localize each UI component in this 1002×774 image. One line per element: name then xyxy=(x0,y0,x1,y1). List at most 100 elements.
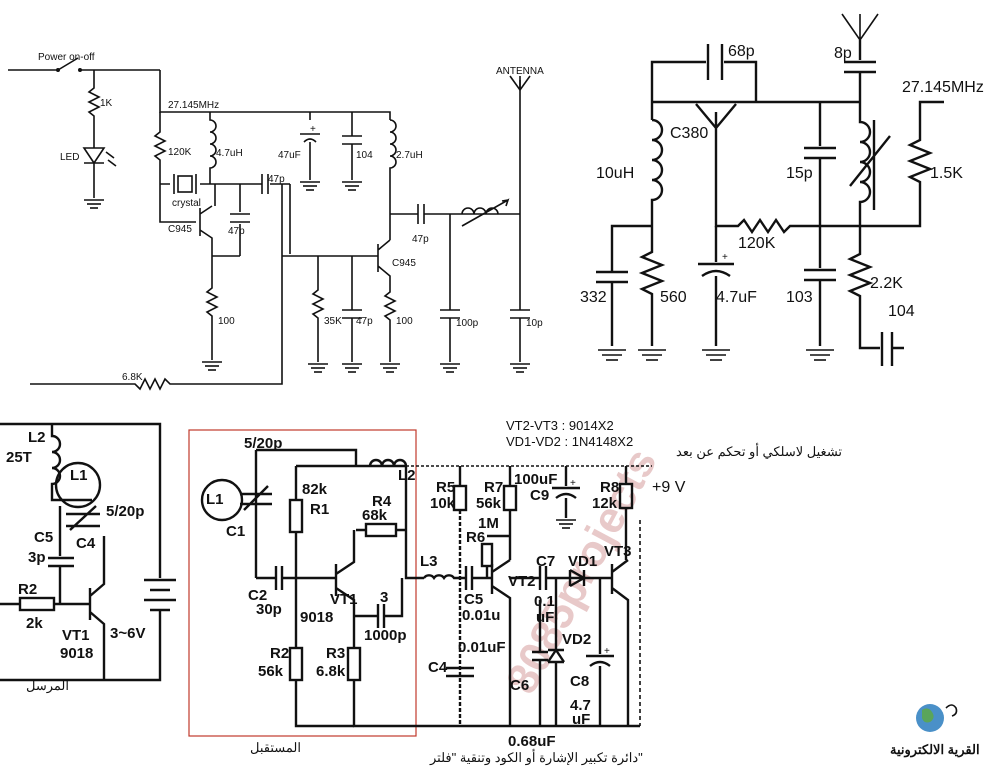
r-120k-label: 120K xyxy=(168,147,192,158)
resistor-r2 xyxy=(18,596,56,612)
c3-val-label: 1000p xyxy=(364,627,407,644)
cap-c5 xyxy=(48,506,74,604)
l1-bl-label: L1 xyxy=(70,467,88,484)
cap-c1 xyxy=(240,485,272,511)
c47uf-label: 47uF xyxy=(278,150,301,161)
r68k-label: 6.8K xyxy=(122,372,143,383)
resistor-2-2k xyxy=(846,226,880,350)
transistor-vt1-bl xyxy=(88,536,106,680)
l3-label: L3 xyxy=(420,553,438,570)
inductor-2-7uh xyxy=(389,119,397,214)
svg-text:+: + xyxy=(310,124,316,135)
c5-bl-label: C5 xyxy=(34,529,53,546)
r120k2-label: 120K xyxy=(738,235,776,252)
c8p-label: 8p xyxy=(834,45,852,62)
crystal-symbol xyxy=(177,175,193,193)
c47p-d-label: 47p xyxy=(356,316,373,327)
cap-104-2 xyxy=(880,332,904,366)
cap-68p xyxy=(706,44,724,80)
r2-rx-label: R2 xyxy=(270,645,289,662)
transistor-vt3 xyxy=(600,559,630,726)
cap-103 xyxy=(804,226,836,346)
crystal-label: crystal xyxy=(172,198,201,209)
bottom-left-transmitter: L2 25T L1 5/20p C5 C4 3p R2 2k VT1 9018 … xyxy=(0,422,176,694)
battery xyxy=(0,560,176,682)
cap-c9 xyxy=(552,466,580,518)
bottom-right-amplifier: 8085projects VT2-VT3 : 9014X2 VD1-VD2 : … xyxy=(406,418,842,766)
top-left-transmitter: Power on-off 1K LED 27.145MHz 120K 4.7uH… xyxy=(8,52,544,391)
inductor-tuned xyxy=(858,102,872,226)
cap-10p xyxy=(510,80,530,362)
resistor-120k xyxy=(153,112,167,184)
c8-val-label: 4.7 xyxy=(570,697,591,714)
svg-text:+: + xyxy=(570,478,576,489)
r6-val-label: 1M xyxy=(478,515,499,532)
loop-coil-l1 xyxy=(54,461,102,509)
supply-bl-label: 3~6V xyxy=(110,625,145,642)
r1-val-label: 82k xyxy=(302,481,328,498)
inductor-4-7uh xyxy=(209,112,217,184)
l1-label: 4.7uH xyxy=(216,148,243,159)
cap-47p-d xyxy=(342,256,362,362)
svg-text:+: + xyxy=(722,252,728,263)
c47p-a-label: 47p xyxy=(268,174,285,185)
logo: القرية الالكترونية xyxy=(890,704,980,758)
resistor-r6 xyxy=(480,542,494,568)
l2-turns-label: 25T xyxy=(6,449,32,466)
power-switch-label: Power on-off xyxy=(38,52,95,63)
resistor-r3 xyxy=(346,646,362,682)
diode-vd1 xyxy=(568,568,600,588)
c2-val-label: 30p xyxy=(256,601,282,618)
cap-c3 xyxy=(354,578,404,628)
r8-label: R8 xyxy=(600,479,619,496)
c5-br-label: C5 xyxy=(464,591,483,608)
c8-unit-label: uF xyxy=(572,711,590,728)
cap-c4 xyxy=(66,505,100,531)
c5-val-label: 3p xyxy=(28,549,46,566)
l2-label: 2.7uH xyxy=(396,150,423,161)
r3-val-label: 6.8k xyxy=(316,663,346,680)
r2-val-label: 2k xyxy=(26,615,43,632)
cap-47p-c xyxy=(390,204,452,224)
c332-label: 332 xyxy=(580,289,607,306)
r15k-label: 1.5K xyxy=(930,165,963,182)
svg-text:+: + xyxy=(604,646,610,657)
vt1-rx-type-label: 9018 xyxy=(300,609,333,626)
c7-val-label: 0.1 xyxy=(534,593,555,610)
l1-rx-label: L1 xyxy=(206,491,224,508)
antenna-icon xyxy=(509,75,531,92)
c9-val-label: 100uF xyxy=(514,471,557,488)
transistor-c380 xyxy=(695,103,737,150)
led-symbol xyxy=(82,140,106,198)
c9-label: C9 xyxy=(530,487,549,504)
vd2-label: VD2 xyxy=(562,631,591,648)
c68p-label: 68p xyxy=(728,43,755,60)
inductor-10uh xyxy=(650,118,664,226)
q1-label: C945 xyxy=(168,224,192,235)
receiver-frame xyxy=(188,429,417,737)
c8-label: C8 xyxy=(570,673,589,690)
c7-label: C7 xyxy=(536,553,555,570)
cap-47p-a xyxy=(261,174,269,194)
cap-332 xyxy=(596,224,652,346)
r35k-label: 35K xyxy=(324,316,342,327)
vt2-label: VT2 xyxy=(508,573,536,590)
cap-47p-b xyxy=(230,184,250,256)
q2-label: C945 xyxy=(392,258,416,269)
transmitter-caption: المرسل xyxy=(26,678,69,694)
cap-c4-br xyxy=(446,666,474,678)
r4-val-label: 68k xyxy=(362,507,388,524)
cap-100p xyxy=(440,213,520,362)
r100a-label: 100 xyxy=(218,316,235,327)
transistor-vt2 xyxy=(485,510,512,726)
c104-label: 104 xyxy=(356,150,373,161)
resistor-6-8k xyxy=(30,184,283,391)
cap-c8 xyxy=(586,578,614,726)
antenna-label: ANTENNA xyxy=(496,66,544,77)
vt1-bl-label: VT1 xyxy=(62,627,90,644)
resistor-560 xyxy=(638,226,666,346)
receiver-caption: المستقبل xyxy=(250,740,301,755)
c100p-label: 100p xyxy=(456,318,479,329)
c7-unit-label: uF xyxy=(536,609,554,626)
